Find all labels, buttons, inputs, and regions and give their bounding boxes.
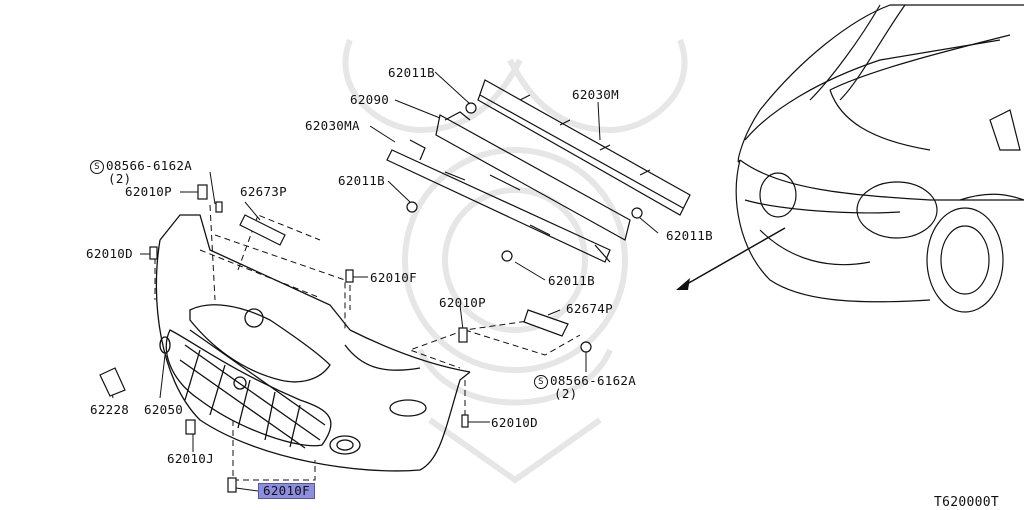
absorber-62090 [435,111,631,241]
bumper-fascia-62022 [155,214,471,472]
label-62674P[interactable]: 62674P [566,301,613,316]
s-symbol-icon: S [90,159,104,174]
label-62010F-bottom-highlighted[interactable]: 62010F [258,483,315,499]
watermark-emblem [342,38,688,484]
label-62010P-right[interactable]: 62010P [439,295,486,310]
part-number: 08566-6162A [550,373,637,388]
qty-left: (2) [108,171,132,186]
label-62010F-mid[interactable]: 62010F [370,270,417,285]
label-62010D-right[interactable]: 62010D [491,415,538,430]
car-outline [735,4,1024,313]
clip-icons [99,184,592,493]
s-symbol-icon: S [534,374,548,389]
nut-icons [406,102,643,262]
label-62010D-left[interactable]: 62010D [86,246,133,261]
label-62011B-right[interactable]: 62011B [666,228,713,243]
label-62011B-top[interactable]: 62011B [388,65,435,80]
part-number: 08566-6162A [106,158,193,173]
diagram-code: T620000T [934,495,1000,510]
bracket-62030MA [386,139,611,263]
label-62090[interactable]: 62090 [350,92,390,107]
label-62030MA[interactable]: 62030MA [305,118,360,133]
qty-right: (2) [554,386,578,401]
reinforcement-62030M [477,79,691,216]
label-62010J[interactable]: 62010J [167,451,214,466]
label-62673P[interactable]: 62673P [240,184,287,199]
dashed-mount-lines [154,204,581,481]
label-62011B-bottom[interactable]: 62011B [548,273,595,288]
label-62228[interactable]: 62228 [90,402,130,417]
label-62030M[interactable]: 62030M [572,87,619,102]
label-62011B-left[interactable]: 62011B [338,173,385,188]
label-62010P-left[interactable]: 62010P [125,184,172,199]
label-62050[interactable]: 62050 [144,402,184,417]
